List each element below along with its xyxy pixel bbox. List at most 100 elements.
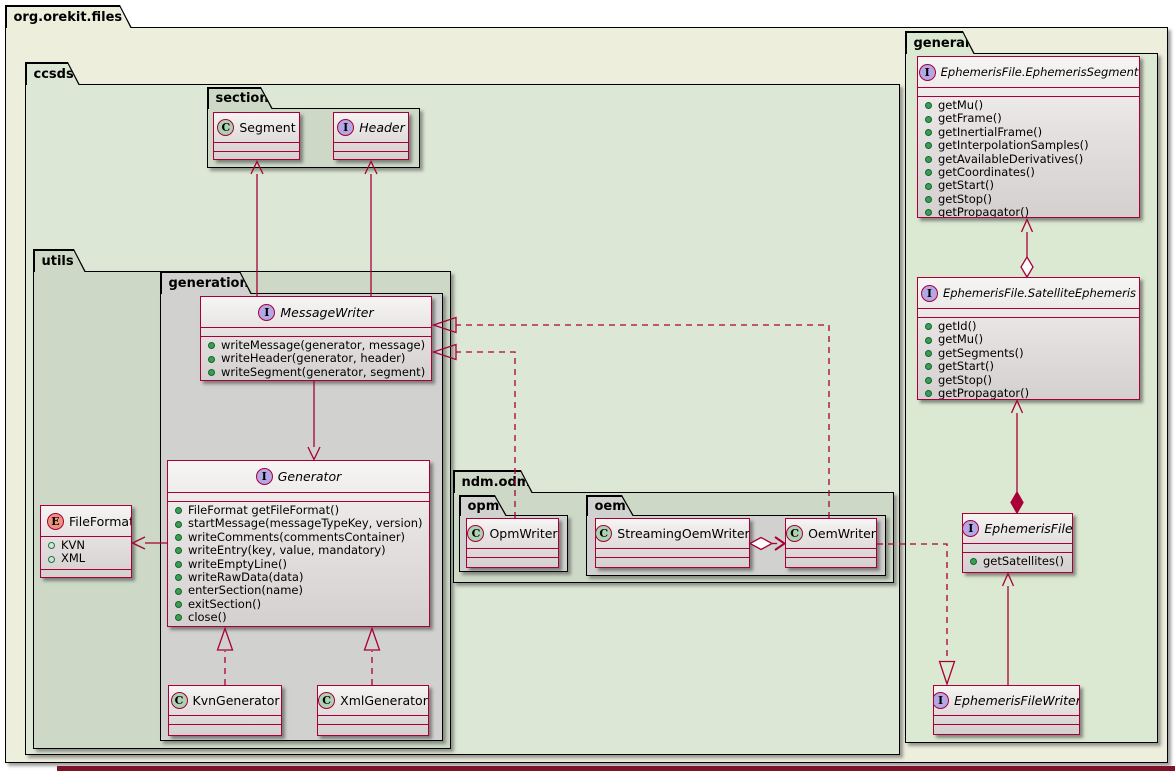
package-tab-org-orekit-files: org.orekit.files xyxy=(5,5,132,28)
public-method-icon xyxy=(925,349,932,357)
methods-compartment xyxy=(334,152,408,159)
member-label: getStart() xyxy=(938,359,994,374)
public-method-icon xyxy=(925,390,932,398)
public-method-icon xyxy=(970,558,977,566)
fields-compartment xyxy=(334,143,408,152)
member-row: XML xyxy=(48,551,125,566)
package-label: opm xyxy=(467,498,500,514)
interface-ephemeris-file: I EphemerisFile getSatellites() xyxy=(962,513,1073,573)
member-label: getFrame() xyxy=(938,111,1002,126)
class-name: OpmWriter xyxy=(489,526,558,541)
interface-spot-icon: I xyxy=(258,303,276,321)
member-row: getInterpolationSamples() xyxy=(925,138,1133,152)
public-method-icon xyxy=(208,355,215,363)
public-method-icon xyxy=(925,102,932,110)
interface-header: I Header xyxy=(333,112,409,160)
member-label: FileFormat getFileFormat() xyxy=(188,503,340,517)
field-icon xyxy=(48,542,55,550)
member-row: writeHeader(generator, header) xyxy=(208,351,425,366)
public-method-icon xyxy=(175,574,182,582)
class-name: XmlGenerator xyxy=(340,693,428,708)
class-title: I MessageWriter xyxy=(201,297,431,328)
public-method-icon xyxy=(925,209,932,217)
class-xml-generator: C XmlGenerator xyxy=(317,685,429,736)
member-row: getStop() xyxy=(925,372,1133,387)
public-method-icon xyxy=(925,128,932,136)
public-method-icon xyxy=(175,560,182,568)
methods-compartment: FileFormat getFileFormat()startMessage(m… xyxy=(168,502,429,626)
member-row: getId() xyxy=(925,319,1133,333)
member-label: getAvailableDerivatives() xyxy=(938,151,1084,166)
class-title: I Header xyxy=(334,113,408,143)
member-label: getStart() xyxy=(938,178,994,193)
member-label: writeHeader(generator, header) xyxy=(221,351,406,366)
interface-spot-icon: I xyxy=(337,119,355,136)
field-icon xyxy=(48,555,55,563)
fields-compartment xyxy=(201,328,431,337)
member-label: XML xyxy=(61,551,86,566)
fields-compartment xyxy=(596,549,749,558)
fields-compartment xyxy=(963,544,1072,553)
member-row: getFrame() xyxy=(925,111,1133,126)
member-label: getStop() xyxy=(938,372,993,387)
methods-compartment xyxy=(467,558,558,567)
member-label: getSatellites() xyxy=(983,554,1064,568)
member-label: writeComments(commentsContainer) xyxy=(188,529,406,544)
methods-compartment xyxy=(169,725,281,735)
public-method-icon xyxy=(925,195,932,203)
member-label: getMu() xyxy=(938,98,984,112)
package-tab-ndm-odm: ndm.odm xyxy=(453,470,533,493)
member-row: getMu() xyxy=(925,98,1133,112)
class-title: C KvnGenerator xyxy=(169,686,281,716)
public-method-icon xyxy=(175,587,182,595)
member-row: KVN xyxy=(48,538,125,552)
class-spot-icon: C xyxy=(217,119,235,136)
public-method-icon xyxy=(925,336,932,344)
member-label: getInertialFrame() xyxy=(938,124,1043,139)
interface-ephemeris-file-writer: I EphemerisFileWriter xyxy=(933,685,1080,735)
class-name: Header xyxy=(359,120,405,135)
member-label: writeEntry(key, value, mandatory) xyxy=(188,543,386,558)
class-title: C OemWriter xyxy=(786,519,876,549)
member-label: writeRawData(data) xyxy=(188,569,304,584)
methods-compartment xyxy=(596,558,749,567)
class-spot-icon: C xyxy=(318,692,336,709)
member-label: getMu() xyxy=(938,332,984,347)
public-method-icon xyxy=(175,600,182,608)
member-row: getStart() xyxy=(925,178,1133,193)
fields-compartment xyxy=(318,716,428,725)
interface-spot-icon: I xyxy=(918,63,936,81)
public-method-icon xyxy=(175,547,182,555)
methods-compartment: getSatellites() xyxy=(963,553,1072,572)
member-label: startMessage(messageTypeKey, version) xyxy=(188,516,423,531)
class-title: I EphemerisFileWriter xyxy=(934,686,1079,716)
package-label: oem xyxy=(594,498,626,514)
public-method-icon xyxy=(925,363,932,371)
methods-compartment: getId()getMu()getSegments()getStart()get… xyxy=(918,318,1139,399)
class-kvn-generator: C KvnGenerator xyxy=(168,685,282,736)
public-method-icon xyxy=(175,614,182,622)
public-method-icon xyxy=(925,142,932,150)
member-row: writeMessage(generator, message) xyxy=(208,338,425,352)
member-label: close() xyxy=(188,610,227,625)
public-method-icon xyxy=(925,182,932,190)
member-label: getSegments() xyxy=(938,345,1024,360)
member-row: writeEmptyLine() xyxy=(175,557,423,571)
member-row: getAvailableDerivatives() xyxy=(925,151,1133,166)
methods-compartment xyxy=(214,152,299,159)
class-name: MessageWriter xyxy=(280,304,374,320)
member-row: getSegments() xyxy=(925,345,1133,360)
member-row: writeComments(commentsContainer) xyxy=(175,529,423,544)
public-method-icon xyxy=(925,115,932,123)
bottom-crop-bar xyxy=(57,766,1175,771)
class-name: StreamingOemWriter xyxy=(617,526,749,541)
member-label: getStop() xyxy=(938,191,993,206)
member-row: getStart() xyxy=(925,359,1133,374)
class-title: I Generator xyxy=(168,461,429,493)
class-name: EphemerisFile xyxy=(984,521,1072,536)
package-tab-generation: generation xyxy=(160,271,252,294)
class-title: I EphemerisFile.EphemerisSegment xyxy=(918,57,1139,88)
